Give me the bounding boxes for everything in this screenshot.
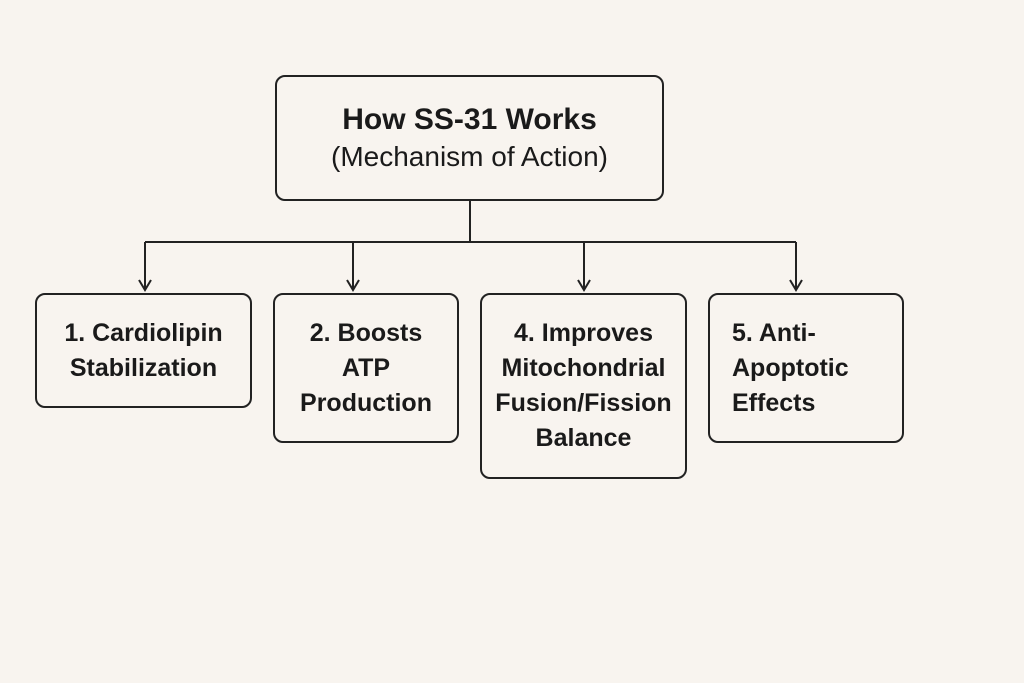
root-title: How SS-31 Works [342, 103, 597, 136]
node-line: Balance [535, 424, 632, 452]
node-line: 5. Anti- [732, 318, 816, 347]
root-node: How SS-31 Works (Mechanism of Action) [275, 75, 664, 201]
node-line: ATP [341, 353, 391, 382]
node-line: Stabilization [69, 353, 218, 382]
node-line: Apoptotic [732, 353, 849, 382]
node-fusion: 4. Improves Mitochondrial Fusion/Fission… [480, 293, 687, 479]
node-line: Fusion/Fission [495, 389, 672, 417]
node-line: 4. Improves [514, 319, 653, 347]
node-line: Effects [732, 388, 816, 417]
node-line: Production [300, 388, 432, 417]
root-subtitle: (Mechanism of Action) [331, 141, 608, 172]
node-line: 1. Cardiolipin [64, 318, 223, 347]
node-cardiolipin: 1. Cardiolipin Stabilization [35, 293, 252, 408]
node-anti-apoptotic: 5. Anti- Apoptotic Effects [708, 293, 904, 443]
node-line: Mitochondrial [501, 354, 666, 382]
node-atp: 2. Boosts ATP Production [273, 293, 459, 443]
node-line: 2. Boosts [309, 318, 423, 347]
